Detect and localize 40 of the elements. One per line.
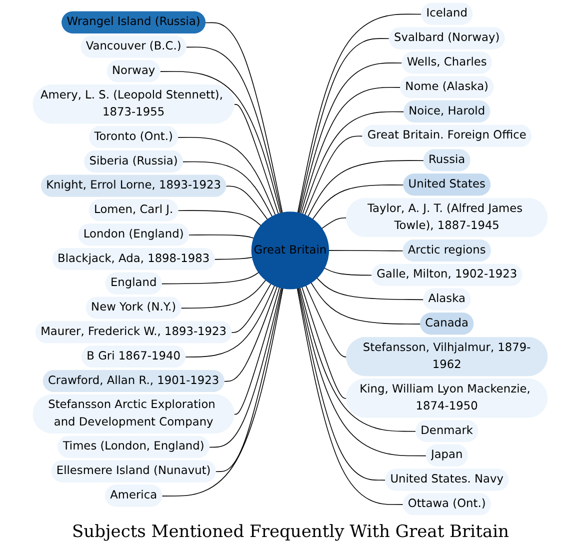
- connector: [304, 136, 364, 216]
- connector: [205, 22, 284, 214]
- connector: [226, 186, 268, 220]
- connector: [299, 62, 404, 214]
- connector: [300, 287, 418, 432]
- connector: [298, 14, 423, 214]
- connector: [328, 250, 404, 252]
- connector: [306, 285, 348, 358]
- connector: [216, 288, 283, 472]
- connector: [188, 234, 254, 239]
- connector: [162, 288, 284, 496]
- connector: [232, 283, 272, 333]
- diagram-title: Subjects Mentioned Frequently With Great Britain: [72, 522, 509, 542]
- connector: [298, 288, 387, 481]
- connector: [316, 278, 425, 300]
- connector: [308, 160, 425, 217]
- connector: [181, 280, 266, 309]
- connector: [224, 286, 278, 382]
- connector: [234, 104, 280, 214]
- connector: [297, 288, 404, 505]
- node-circle: Great Britain: [252, 212, 330, 290]
- connector: [214, 256, 254, 260]
- connector: [185, 285, 276, 358]
- connector: [310, 282, 422, 324]
- connector: [300, 86, 402, 214]
- connector: [234, 286, 280, 415]
- connector: [178, 210, 262, 226]
- connector: [312, 184, 405, 220]
- connector: [178, 136, 276, 216]
- connector: [298, 288, 428, 456]
- connector: [186, 46, 282, 214]
- connector: [302, 286, 348, 399]
- connector: [209, 287, 282, 448]
- connector: [182, 161, 273, 217]
- connector: [302, 111, 406, 214]
- connector: [162, 272, 260, 284]
- connector: [324, 268, 374, 276]
- connector: [322, 217, 348, 229]
- connector: [298, 38, 390, 214]
- connector: [160, 71, 282, 214]
